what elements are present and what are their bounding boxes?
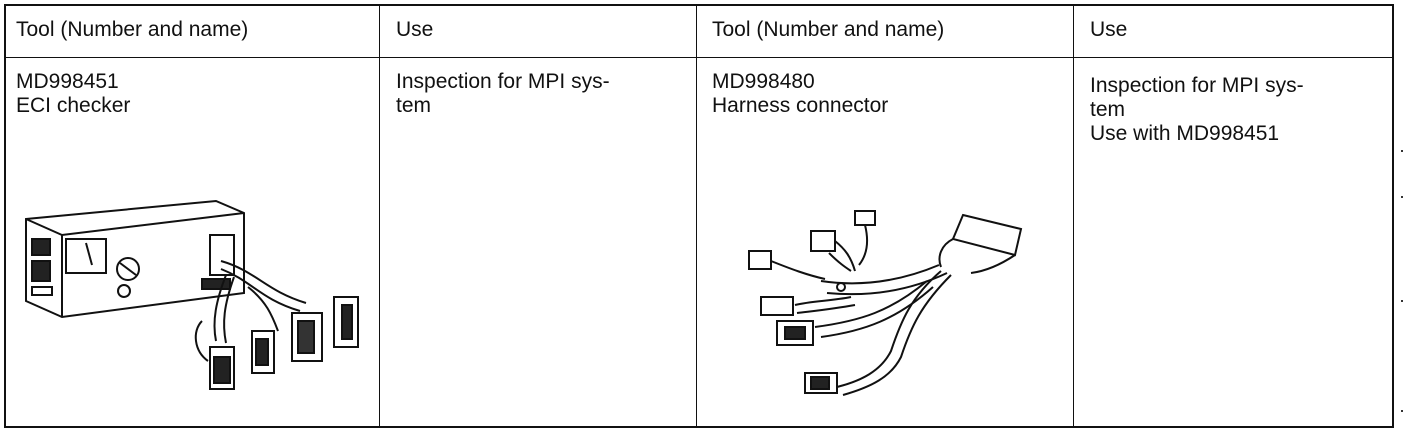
header-tool-1: Tool (Number and name) — [16, 18, 249, 41]
header-tool-2: Tool (Number and name) — [712, 18, 945, 41]
edge-mark — [1401, 196, 1403, 198]
column-divider — [379, 6, 380, 426]
tool-1-use: Inspection for MPI sys- tem — [396, 70, 610, 117]
tool-2-name: MD998480 Harness connector — [712, 70, 889, 117]
column-divider — [696, 6, 697, 426]
header-divider — [6, 57, 1392, 58]
edge-mark — [1401, 300, 1403, 302]
header-use-1: Use — [396, 18, 434, 41]
eci-checker-illustration — [25, 199, 359, 390]
edge-mark — [1401, 410, 1403, 412]
tool-1-name: MD998451 ECI checker — [16, 70, 131, 117]
edge-mark — [1401, 150, 1403, 152]
tool-2-use: Inspection for MPI sys- tem Use with MD9… — [1090, 74, 1304, 145]
harness-connector-illustration — [748, 210, 1023, 396]
column-divider — [1073, 6, 1074, 426]
special-tools-table: Tool (Number and name) Use Tool (Number … — [4, 4, 1394, 428]
header-use-2: Use — [1090, 18, 1128, 41]
